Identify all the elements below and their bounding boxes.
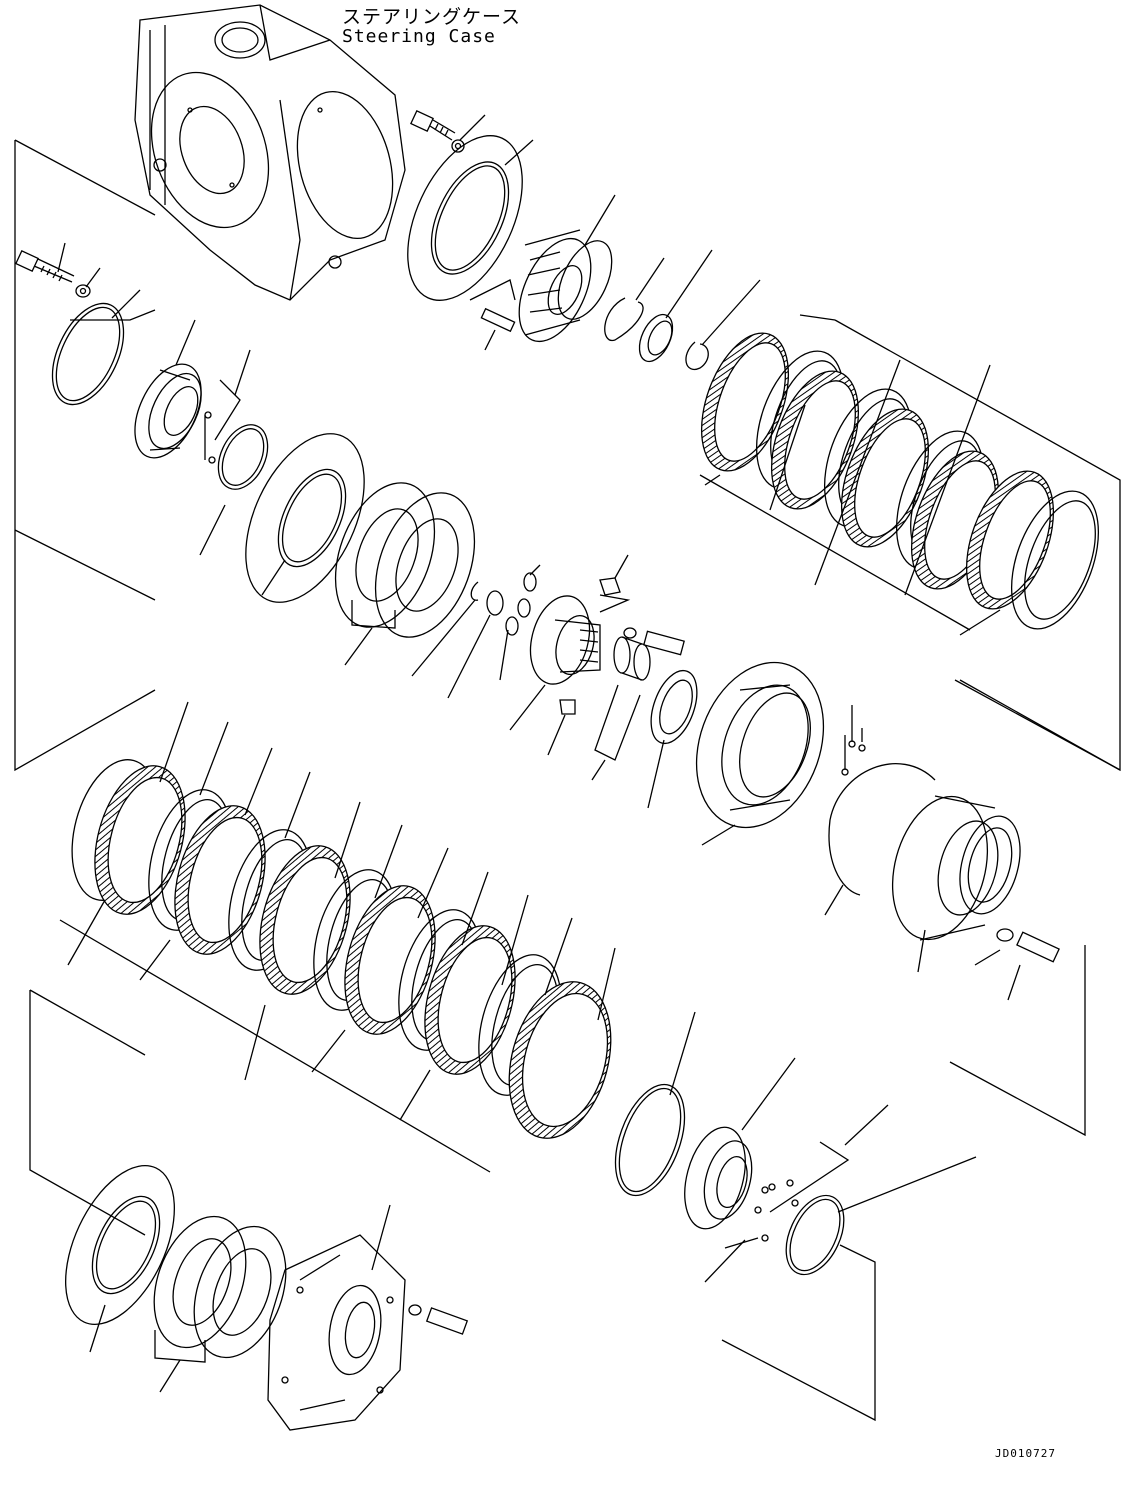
plug-1 [599,577,621,596]
shim-pair-2 [153,1215,287,1359]
clutch-hub-1 [518,229,613,343]
snap-ring-6 [785,1194,845,1276]
washer-left [75,284,91,298]
bolt-bottom [425,1307,469,1335]
sleeve [613,636,651,681]
title-japanese: ステアリングケース [342,6,522,28]
shim-pair-1 [334,482,476,638]
bolt-top [410,109,456,141]
clutch-pack-upper [700,332,1100,630]
piston-housing-1 [134,363,202,459]
dowel-pin [480,307,516,333]
plug-2 [559,699,576,715]
snap-ring-4 [470,581,479,601]
piston-housing-2 [684,1126,753,1230]
bolt-center [643,630,685,656]
bolt-right [1016,931,1060,963]
ring-gear [695,661,825,829]
steering-case [134,4,406,301]
washer-top [451,139,465,153]
bearing-2 [650,669,698,745]
snap-ring-2 [604,297,644,341]
bearing-1 [638,313,674,363]
end-plate-1 [245,433,365,603]
bolt-left [15,249,75,283]
cover-housing [267,1234,406,1431]
bushing-pair [486,572,537,636]
carrier-drum [891,795,1021,941]
clutch-pack-lower [71,759,612,1139]
end-plate-3 [65,1165,175,1325]
o-ring-1 [51,302,125,406]
drawing-id: JD010727 [995,1447,1056,1460]
o-ring-2 [614,1083,686,1197]
snap-ring-1 [217,424,269,490]
title-english: Steering Case [342,26,496,47]
snap-ring-3 [685,341,709,371]
clutch-hub-2 [529,595,601,685]
snap-ring-5 [828,763,936,896]
end-plate-2 [407,135,523,301]
